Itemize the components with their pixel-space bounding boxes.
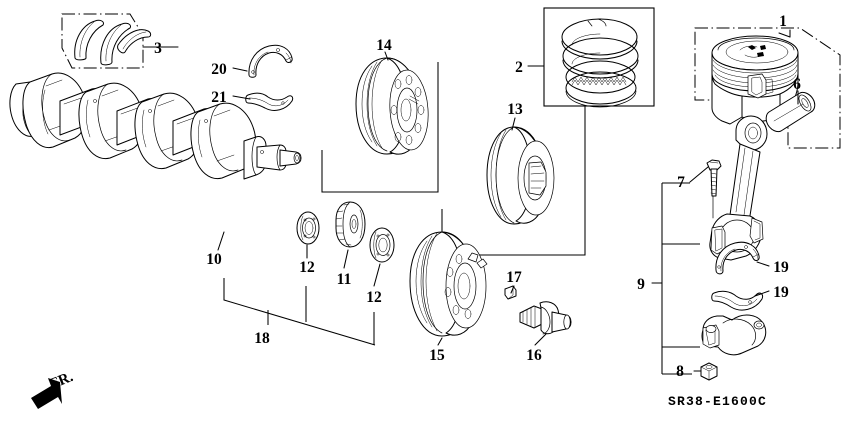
callout-10: 10	[206, 251, 222, 268]
group-bracket-crankshaft-kit-18	[223, 278, 376, 346]
callout-12b: 12	[366, 289, 382, 306]
callout-17: 17	[506, 269, 522, 286]
part-pulley-13	[486, 126, 555, 225]
callout-15: 15	[429, 347, 445, 364]
callout-2: 2	[515, 59, 523, 76]
part-piston-ring-set-2	[561, 18, 639, 108]
callout-1: 1	[779, 13, 787, 30]
callout-12a: 12	[299, 259, 315, 276]
part-washer-rear-12	[369, 227, 395, 263]
part-crankshaft	[9, 72, 302, 180]
leader-13	[511, 117, 516, 131]
part-timing-drive-pulley-11	[335, 201, 366, 248]
leader-1	[778, 32, 791, 38]
callout-14: 14	[376, 37, 392, 54]
leader-16	[534, 333, 547, 346]
callout-9: 9	[637, 276, 645, 293]
part-pulley-14	[355, 57, 429, 155]
part-rod-bearing-upper-19	[715, 241, 760, 275]
part-key-17	[504, 285, 517, 300]
leader-10	[217, 231, 225, 251]
group-box-thrust-washer-3	[61, 13, 151, 69]
callout-16: 16	[526, 347, 542, 364]
callout-numbers: 1 2 3 6 7 8 9 10 11 12 12 13 14 15 16 17…	[154, 13, 801, 380]
part-main-bearing-upper-20	[248, 44, 293, 78]
group-bracket-pulley-14	[321, 62, 439, 193]
leader-7	[689, 166, 709, 183]
part-main-bearing-lower-21	[245, 92, 294, 111]
leader-14	[384, 51, 389, 61]
diagram-code: SR38-E1600C	[668, 394, 767, 409]
leader-19b	[754, 290, 770, 297]
callout-6: 6	[793, 76, 801, 93]
part-washer-front-12	[296, 211, 320, 245]
part-connecting-rod-nut-8	[700, 362, 718, 381]
part-pulley-15	[409, 231, 488, 337]
callout-13: 13	[507, 101, 523, 118]
leader-12b	[373, 263, 381, 287]
leader-17	[510, 285, 515, 294]
part-thrust-washer-set	[74, 19, 152, 66]
group-box-piston-1	[694, 27, 841, 149]
front-direction-arrow-icon	[31, 378, 62, 409]
callout-3: 3	[154, 40, 162, 57]
part-pulley-bolt-16	[519, 301, 572, 335]
part-rod-bearing-lower-19	[711, 290, 763, 311]
part-piston-pin-6	[765, 91, 816, 133]
leader-lines	[149, 32, 799, 372]
leader-19a	[756, 261, 770, 267]
part-connecting-rod-bolt-7	[706, 159, 722, 219]
callout-19b: 19	[773, 284, 789, 301]
callout-18: 18	[254, 330, 270, 347]
leader-15	[437, 337, 443, 346]
callout-7: 7	[677, 174, 685, 191]
leader-11	[343, 249, 349, 269]
leader-21	[232, 95, 251, 100]
callout-21: 21	[211, 89, 227, 106]
callout-20: 20	[211, 61, 227, 78]
leader-20	[232, 67, 248, 72]
group-bracket-connecting-rod-9	[651, 182, 700, 375]
callout-11: 11	[337, 271, 352, 288]
part-connecting-rod-cap	[701, 314, 767, 356]
callout-19a: 19	[773, 259, 789, 276]
callout-8: 8	[676, 363, 684, 380]
